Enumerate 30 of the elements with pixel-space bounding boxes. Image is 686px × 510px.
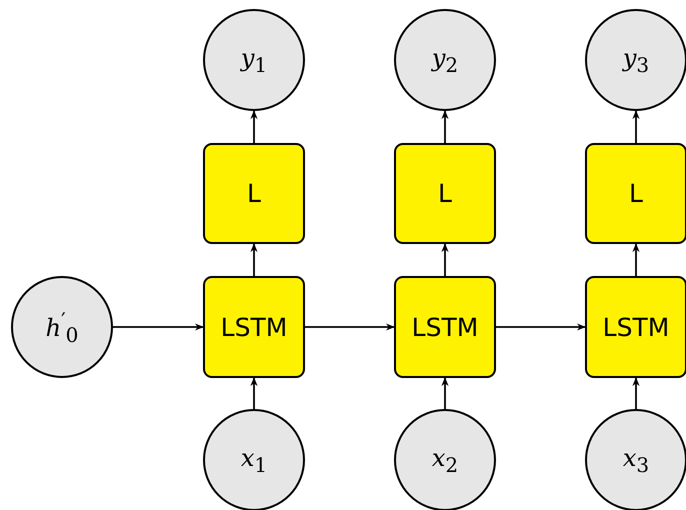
arrow	[250, 243, 258, 276]
arrow	[441, 377, 449, 409]
arrow	[441, 243, 449, 276]
arrow	[250, 110, 258, 143]
arrow	[250, 377, 258, 409]
arrow	[496, 323, 586, 331]
layer-label: LSTM	[602, 312, 670, 342]
arrow	[632, 110, 640, 143]
layer-label: L	[438, 179, 452, 208]
variable-label: x$_{2}$	[432, 444, 458, 476]
process-box	[585, 276, 686, 378]
arrow	[113, 323, 204, 331]
layer-label: L	[247, 179, 261, 208]
process-box	[203, 143, 305, 244]
arrow	[305, 323, 395, 331]
arrow	[632, 243, 640, 276]
variable-label: y$_{2}$	[432, 44, 458, 76]
layer-label: LSTM	[220, 312, 288, 342]
layer-label: L	[629, 179, 643, 208]
variable-label: y$_{3}$	[622, 44, 650, 76]
arrow	[632, 377, 640, 409]
variable-label: y$_{1}$	[240, 44, 268, 76]
layer-label: LSTM	[412, 312, 478, 342]
variable-label: x$_{1}$	[240, 444, 268, 476]
arrow	[441, 110, 449, 143]
variable-label: x$_{3}$	[622, 444, 650, 476]
process-box	[585, 143, 686, 244]
process-box	[394, 143, 496, 244]
process-box	[394, 276, 496, 378]
process-box	[203, 276, 305, 378]
